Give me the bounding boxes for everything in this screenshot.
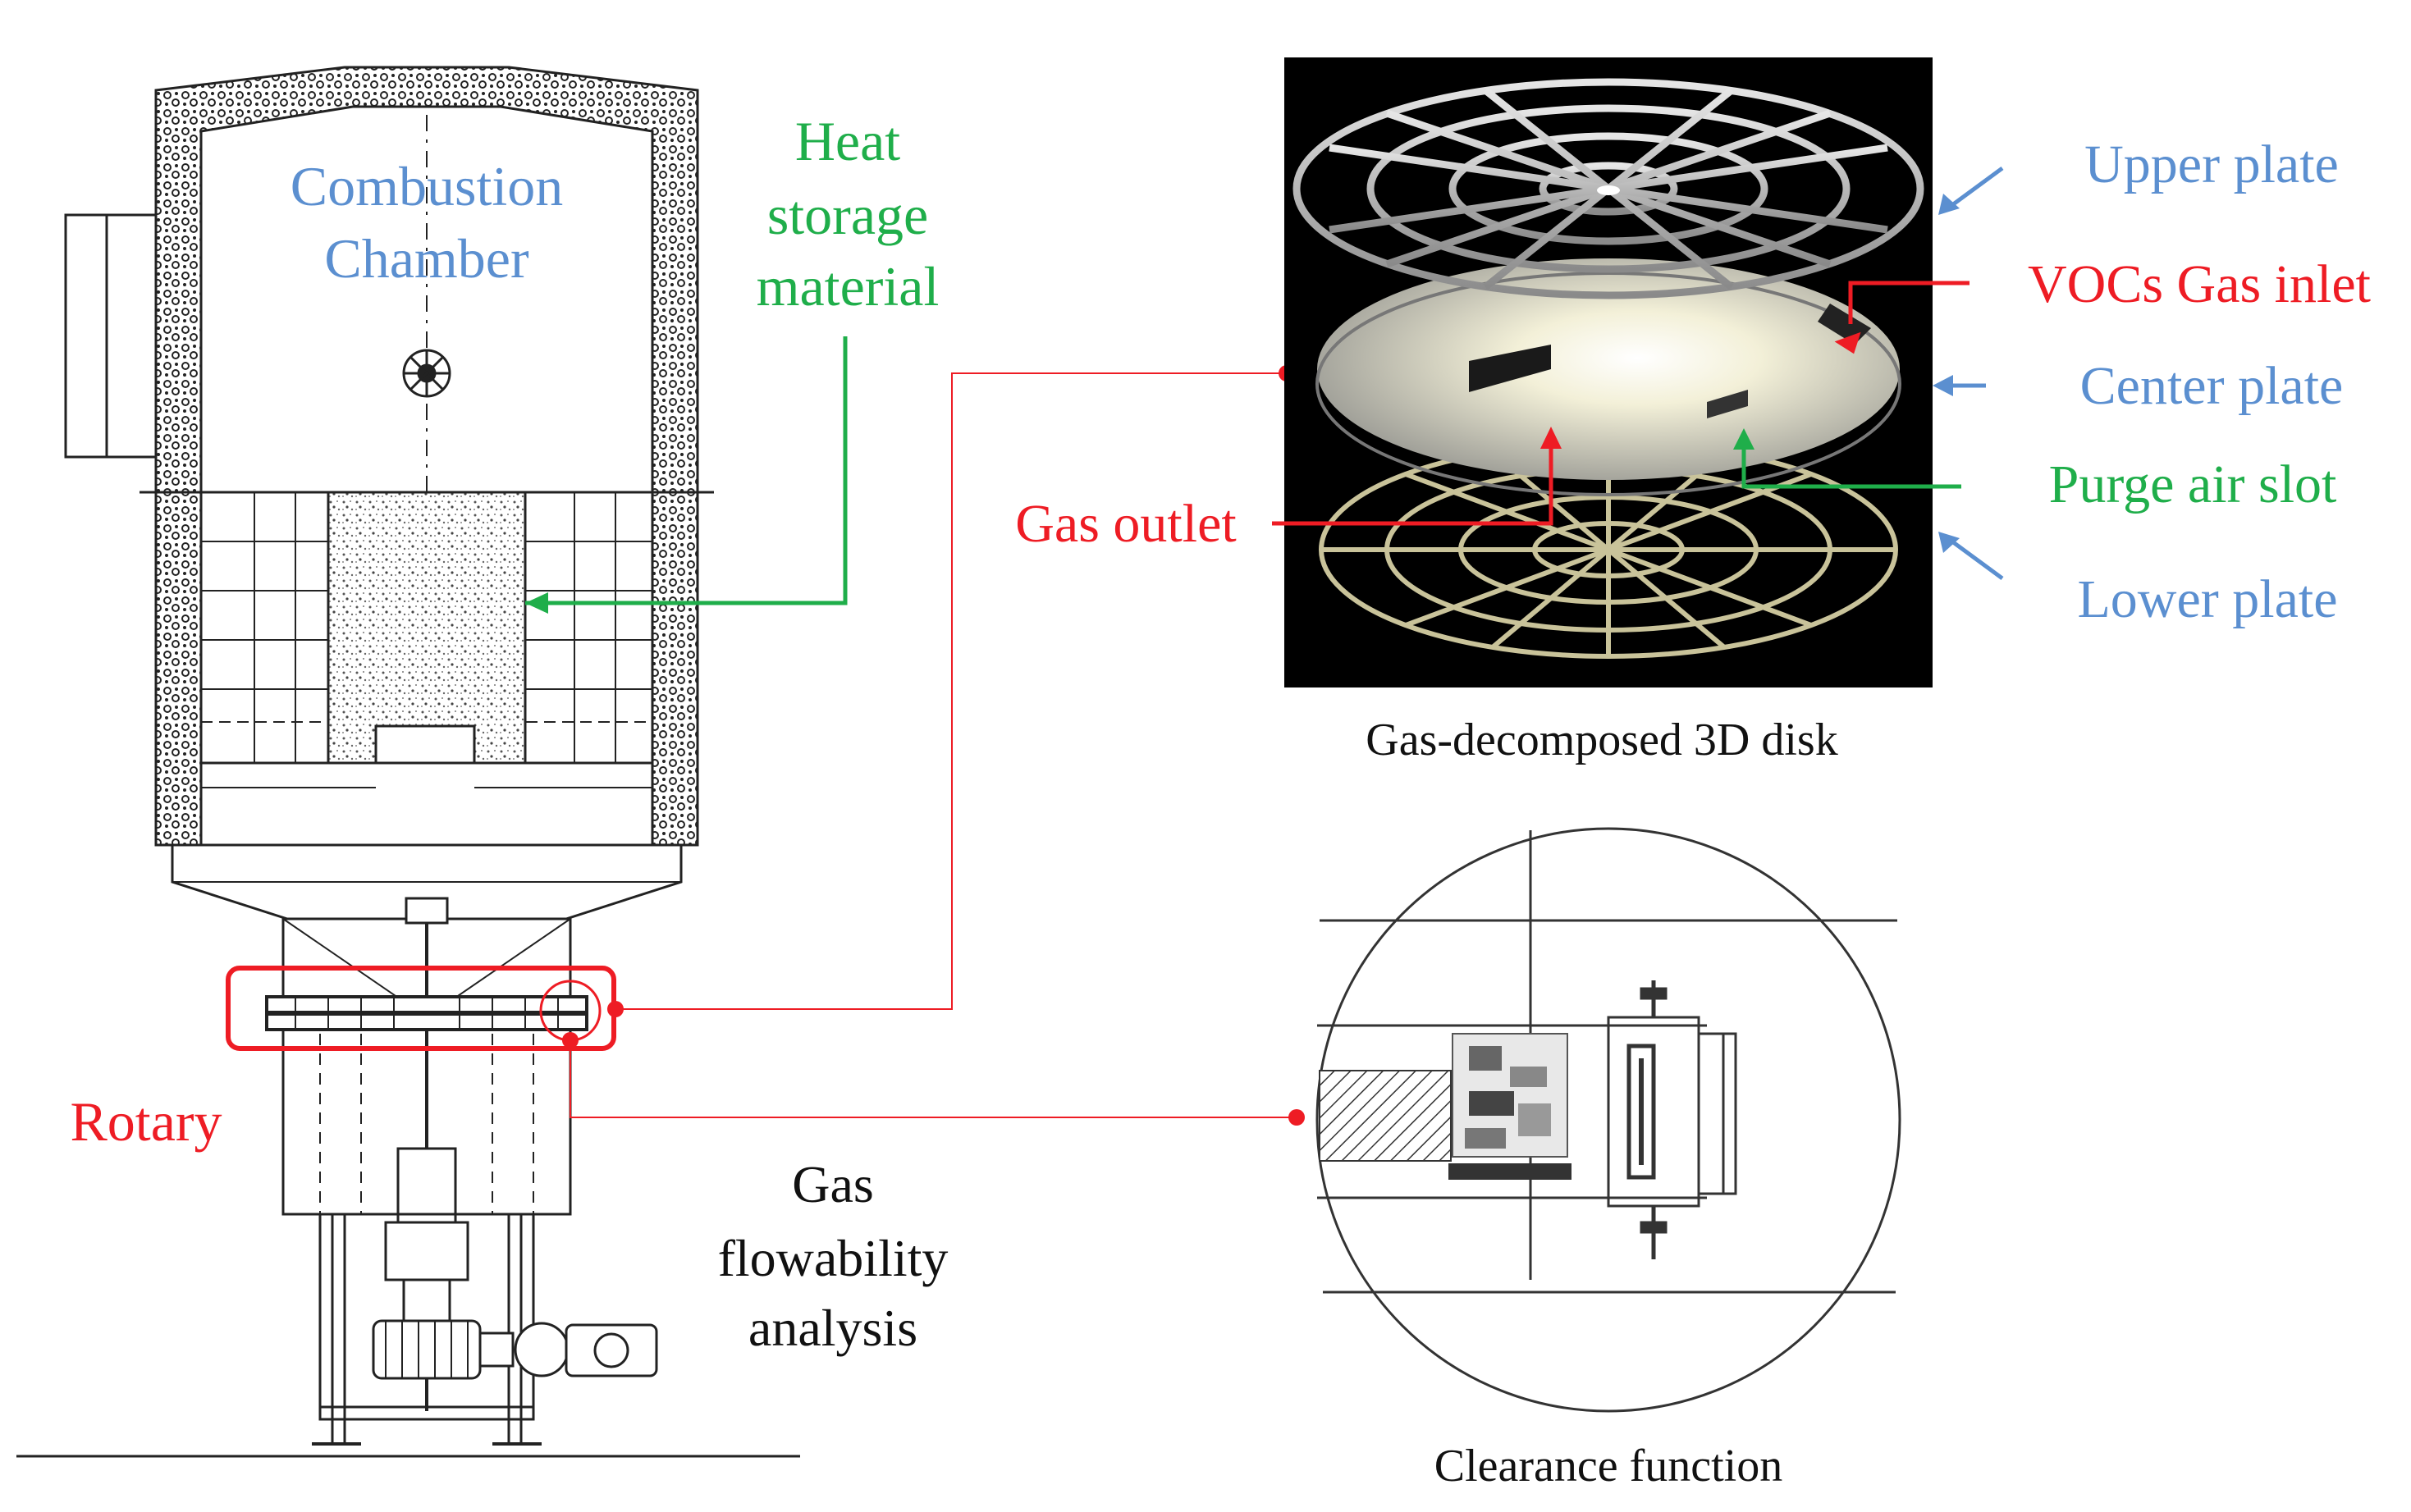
combustion-chamber-label-line2: Chamber xyxy=(324,227,529,290)
packed-bed xyxy=(327,491,527,765)
heat-storage-leader xyxy=(525,336,848,614)
rotary-label: Rotary xyxy=(70,1090,222,1153)
clearance-seal-block xyxy=(1448,1033,1571,1180)
lower-plate-graphic xyxy=(1319,441,1898,659)
heat-storage-label-line1: Heat xyxy=(795,110,900,172)
base-frame xyxy=(318,1213,535,1421)
gas-flowability-label-line2: flowability xyxy=(718,1229,949,1287)
lower-plate-label: Lower plate xyxy=(2077,569,2337,629)
disk-render xyxy=(1284,57,1933,687)
combustion-chamber-label-line1: Combustion xyxy=(291,155,564,217)
furnace-drawing xyxy=(16,66,800,1458)
disk-caption: Gas-decomposed 3D disk xyxy=(1366,715,1837,765)
gas-flowability-label-line1: Gas xyxy=(792,1155,874,1213)
gas-outlet-label: Gas outlet xyxy=(1015,494,1236,554)
clearance-disk-hatch xyxy=(1319,1070,1452,1162)
disk-callouts xyxy=(1272,166,2004,581)
upper-plate-label: Upper plate xyxy=(2084,135,2339,194)
center-plate-graphic xyxy=(1317,258,1900,480)
outlet-slot-graphic xyxy=(1469,345,1551,392)
clearance-caption: Clearance function xyxy=(1434,1441,1782,1491)
gas-flowability-label-line3: analysis xyxy=(748,1299,917,1357)
center-plate-label: Center plate xyxy=(2080,356,2344,416)
connector-to-disk xyxy=(615,372,1287,1010)
heat-storage-label-line2: storage xyxy=(767,184,928,246)
heat-storage-label-line3: material xyxy=(757,255,940,317)
clearance-detail xyxy=(1315,827,1901,1413)
connector-dot-clearance xyxy=(1288,1109,1305,1126)
purge-air-slot-label: Purge air slot xyxy=(2049,455,2337,514)
gear-motor xyxy=(372,1319,482,1380)
connector-dot-rotary xyxy=(607,1001,624,1017)
side-duct xyxy=(64,213,158,459)
burner-symbol xyxy=(402,115,451,492)
connector-to-clearance xyxy=(570,1040,1297,1118)
labels: Combustion Chamber Heat storage material… xyxy=(70,110,2371,1491)
vocs-gas-inlet-label: VOCs Gas inlet xyxy=(2028,254,2371,314)
purge-slot-graphic xyxy=(1707,390,1748,418)
